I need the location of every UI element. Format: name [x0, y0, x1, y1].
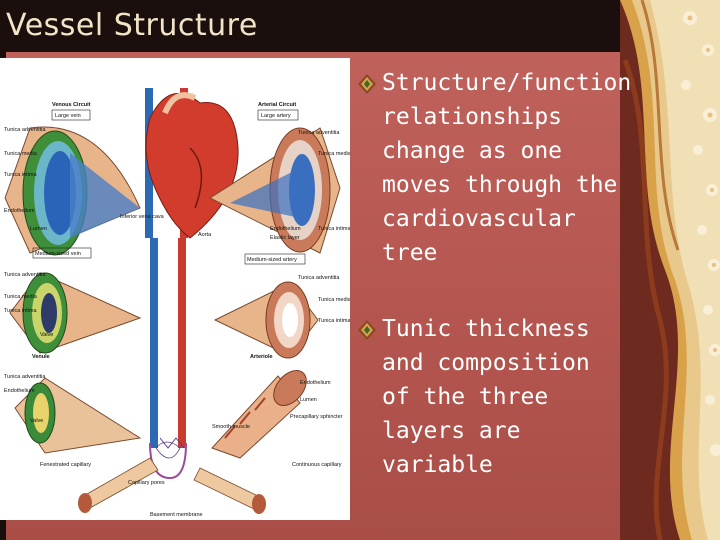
endothelium-label-4: Endothelium: [300, 380, 331, 386]
tunica-adventitia-label-2: Tunica adventitia: [298, 130, 340, 136]
large-artery-label: Large artery: [261, 113, 291, 119]
large-vein-drawing: [4, 126, 141, 256]
valve-label-1: Valve: [40, 332, 53, 338]
medium-artery-label: Medium-sized artery: [247, 257, 297, 263]
decorative-border: [620, 0, 720, 540]
endothelium-label-1: Endothelium: [4, 208, 35, 214]
aorta-label: Aorta: [198, 232, 212, 238]
bullet-item: Tunic thickness and composition of the t…: [358, 312, 620, 482]
tunica-adventitia-label-5: Tunica adventitia: [4, 374, 46, 380]
tunica-media-label-4: Tunica media: [318, 297, 350, 303]
bullet-text-1: Structure/function relationships change …: [382, 70, 632, 266]
fenestrated-capillary-label: Fenestrated capillary: [40, 462, 91, 468]
tunica-media-label-1: Tunica media: [4, 151, 38, 157]
decorative-diamond-bullet-icon: [358, 74, 376, 94]
inferior-vena-cava-label: Inferior vena cava: [120, 214, 165, 220]
heart-drawing: [145, 88, 239, 480]
tunica-intima-label-3: Tunica intima: [4, 308, 37, 314]
tunica-intima-label-4: Tunica intima: [318, 318, 350, 324]
bullet-list: Structure/function relationships change …: [358, 66, 632, 524]
decorative-diamond-bullet-icon: [358, 320, 376, 340]
arterial-circuit-label: Arterial Circuit: [258, 102, 296, 108]
tunica-intima-label-1: Tunica intima: [4, 172, 37, 178]
large-artery-drawing: [208, 127, 341, 254]
tunica-adventitia-label-4: Tunica adventitia: [298, 275, 340, 281]
venule-drawing: [14, 377, 142, 454]
capillary-drawing: [78, 457, 266, 514]
elastic-layer-label: Elastic layer: [270, 235, 300, 241]
basement-membrane-label: Basement membrane: [150, 512, 203, 518]
bullet-item: Structure/function relationships change …: [358, 66, 632, 270]
medium-artery-drawing: [213, 281, 319, 359]
tunica-intima-label-2: Tunica intima: [318, 226, 350, 232]
bullet-text-2: Tunic thickness and composition of the t…: [382, 316, 590, 478]
vessel-structure-diagram: Venous Circuit Arterial Circuit Large ve…: [0, 58, 350, 520]
endothelium-label-2: Endothelium: [270, 226, 301, 232]
capillary-pores-label: Capillary pores: [128, 480, 165, 486]
venule-label: Venule: [32, 354, 50, 360]
smooth-muscle-label: Smooth muscle: [212, 424, 250, 430]
title-bar: [0, 0, 620, 52]
slide-title: Vessel Structure: [6, 8, 258, 43]
tunica-media-label-2: Tunica media: [318, 151, 350, 157]
large-vein-label: Large vein: [55, 113, 81, 119]
tunica-media-label-3: Tunica media: [4, 294, 38, 300]
continuous-capillary-label: Continuous capillary: [292, 462, 342, 468]
venous-circuit-label: Venous Circuit: [52, 102, 91, 108]
medium-vein-label: Medium-sized vein: [35, 251, 81, 257]
tunica-adventitia-label-3: Tunica adventitia: [4, 272, 46, 278]
lumen-label-2: Lumen: [300, 397, 317, 403]
tunica-adventitia-label-1: Tunica adventitia: [4, 127, 46, 133]
arteriole-drawing: [211, 370, 307, 459]
medium-vein-drawing: [9, 272, 142, 354]
lumen-label-1: Lumen: [30, 226, 47, 232]
arteriole-label: Arteriole: [250, 354, 273, 360]
valve-label-2: Valve: [30, 418, 43, 424]
precapillary-sphincter-label: Precapillary sphincter: [290, 414, 343, 420]
endothelium-label-3: Endothelium: [4, 388, 35, 394]
